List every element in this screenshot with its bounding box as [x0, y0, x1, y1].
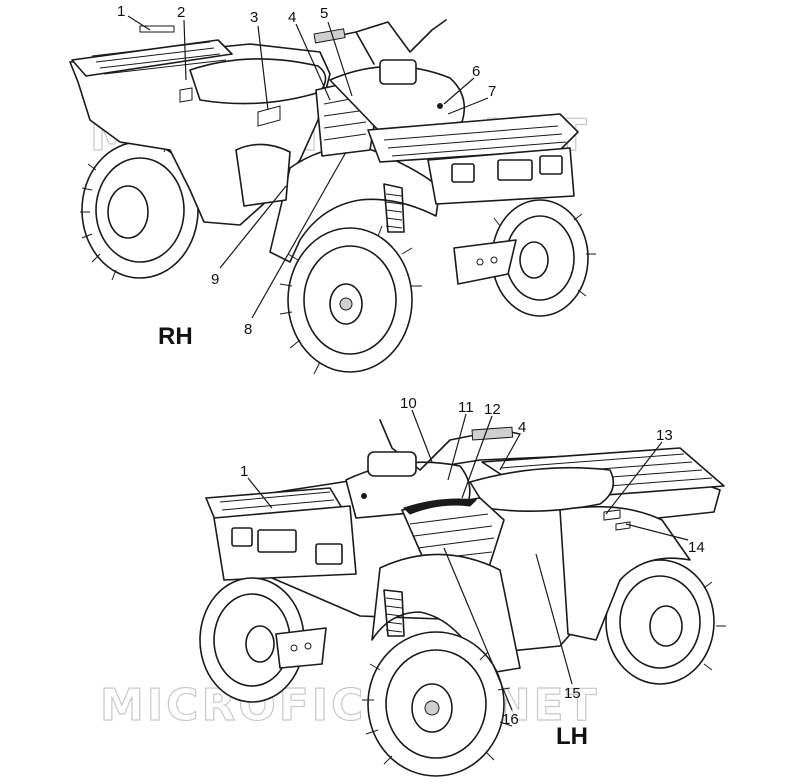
lh-callout-labels: 1 10 11 12 4 13 14 15 16 [240, 395, 705, 728]
watermark-bottom: MICROFICHES.NET [100, 680, 600, 731]
callout-rh-5: 5 [320, 5, 328, 22]
lh-far-front-wheel [199, 577, 305, 703]
callout-rh-4: 4 [288, 9, 296, 26]
view-label-rh: RH [158, 323, 193, 350]
rh-callout-labels: 1 2 3 4 5 6 7 8 9 [117, 3, 496, 338]
rh-skid-plate [453, 239, 517, 285]
callout-lh-4: 4 [518, 419, 526, 436]
lh-body [205, 419, 725, 675]
callout-rh-2: 2 [177, 4, 185, 21]
callout-rh-1: 1 [117, 3, 125, 20]
rh-leader-lines [127, 15, 489, 319]
callout-lh-15: 15 [564, 685, 581, 702]
rh-front-wheel [279, 225, 422, 375]
lh-leader-lines [247, 409, 689, 711]
callout-rh-6: 6 [472, 63, 480, 80]
callout-lh-16: 16 [502, 711, 519, 728]
atv-rh-view [69, 19, 596, 375]
callout-rh-8: 8 [244, 321, 252, 338]
lh-far-rear-wheel [605, 559, 726, 685]
lh-near-front-wheel [362, 631, 513, 777]
callout-rh-9: 9 [211, 271, 219, 288]
callout-lh-1: 1 [240, 463, 248, 480]
callout-lh-14: 14 [688, 539, 705, 556]
callout-rh-3: 3 [250, 9, 258, 26]
callout-lh-12: 12 [484, 401, 501, 418]
callout-lh-10: 10 [400, 395, 417, 412]
callout-lh-11: 11 [458, 399, 474, 416]
lh-skid-plate [275, 627, 327, 669]
rh-far-wheel [491, 199, 596, 317]
atv-lh-view [199, 419, 726, 777]
callout-lh-13: 13 [656, 427, 673, 444]
view-label-lh: LH [556, 723, 588, 750]
callout-rh-7: 7 [488, 83, 496, 100]
